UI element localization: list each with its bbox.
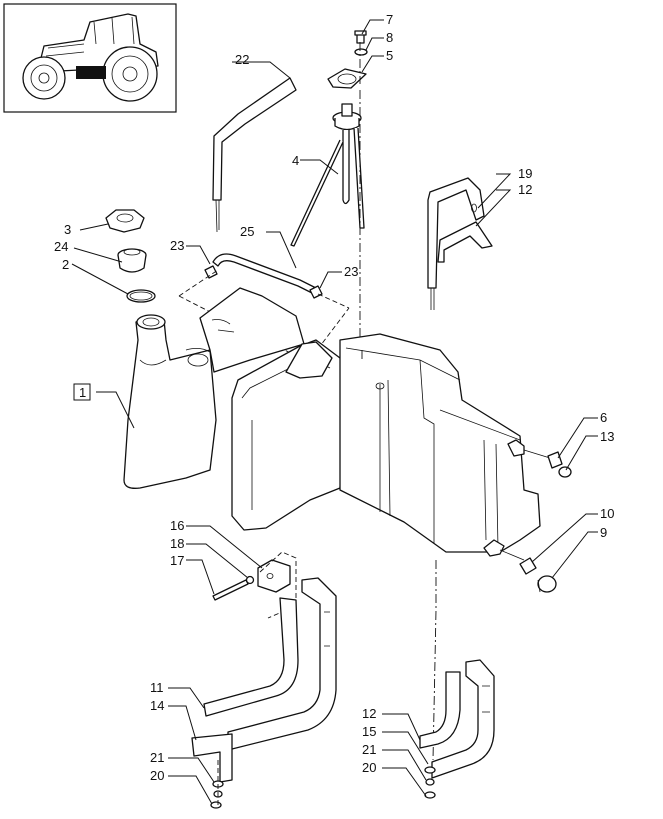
callout-17: 17 <box>170 553 184 568</box>
leader-lines <box>71 19 598 805</box>
callout-2: 2 <box>62 257 69 272</box>
callout-3: 3 <box>64 222 71 237</box>
callout-13: 13 <box>600 429 614 444</box>
fitting-6-13 <box>547 451 572 478</box>
callout-23-left: 23 <box>170 238 184 253</box>
callout-19: 19 <box>518 166 532 181</box>
tank-location-marker <box>76 66 106 79</box>
tank-strap-22 <box>212 77 297 233</box>
callout-21-right: 21 <box>362 742 376 757</box>
callout-9: 9 <box>600 525 607 540</box>
callout-14: 14 <box>150 698 164 713</box>
callout-15: 15 <box>362 724 376 739</box>
lower-support-left <box>191 577 337 809</box>
fuel-sender-unit <box>290 30 368 247</box>
lower-support-right <box>419 659 495 799</box>
callout-8: 8 <box>386 30 393 45</box>
callout-4: 4 <box>292 153 299 168</box>
callout-1-box <box>73 383 91 401</box>
tank-strap-19 <box>427 177 493 310</box>
bracket-16 <box>212 551 297 619</box>
callout-1: 1 <box>79 385 86 400</box>
callout-24: 24 <box>54 239 68 254</box>
callout-6: 6 <box>600 410 607 425</box>
callout-7: 7 <box>386 12 393 27</box>
callout-10: 10 <box>600 506 614 521</box>
callout-25: 25 <box>240 224 254 239</box>
callout-11: 11 <box>150 680 164 695</box>
callout-labels: 7 8 5 22 4 19 12 3 24 2 23 25 23 1 6 13 … <box>54 12 614 783</box>
callout-20-right: 20 <box>362 760 376 775</box>
fuel-tank <box>123 287 551 561</box>
tractor-thumbnail <box>3 3 177 113</box>
callout-5: 5 <box>386 48 393 63</box>
callout-18: 18 <box>170 536 184 551</box>
callout-16: 16 <box>170 518 184 533</box>
callout-23-right: 23 <box>344 264 358 279</box>
filler-cap-assembly <box>105 209 156 303</box>
callout-21-left: 21 <box>150 750 164 765</box>
callout-20-left: 20 <box>150 768 164 783</box>
callout-22: 22 <box>235 52 249 67</box>
callout-12-lower: 12 <box>362 706 376 721</box>
callout-12-upper: 12 <box>518 182 532 197</box>
fitting-10-9 <box>519 557 557 593</box>
